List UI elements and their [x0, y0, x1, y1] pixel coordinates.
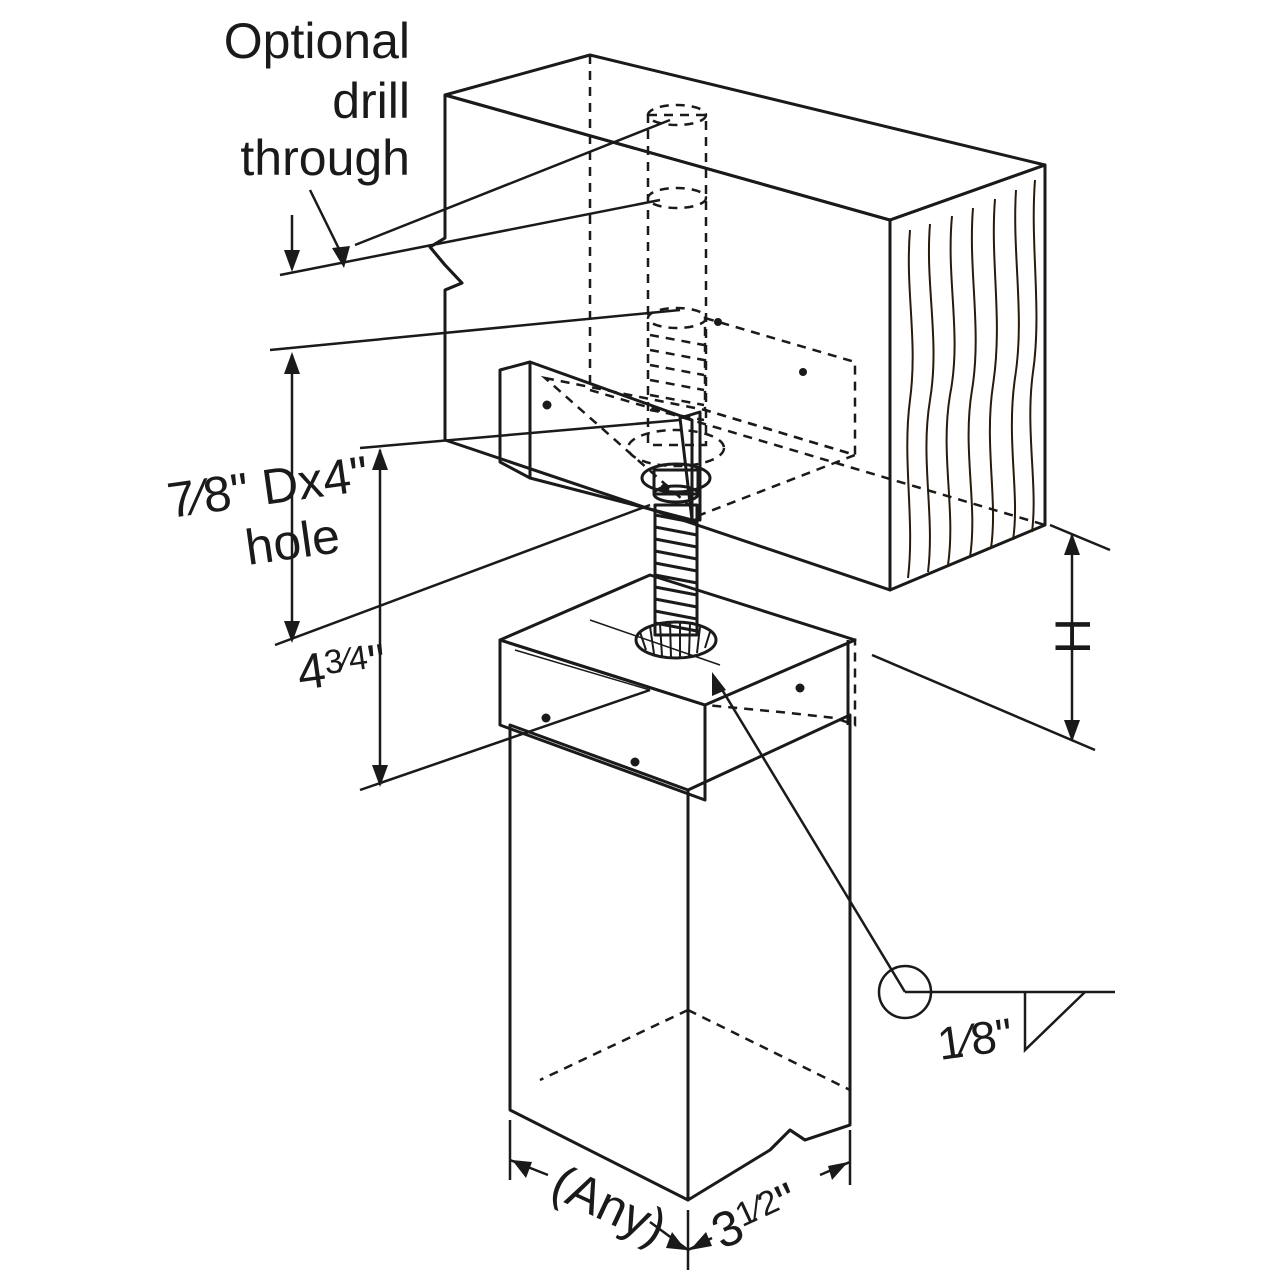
beam-top-face: [443, 53, 1047, 222]
label-drill: drill: [332, 73, 410, 129]
fillet-weld-symbol: [1023, 991, 1086, 1053]
threaded-rod: [653, 503, 699, 637]
beam-break-mark: [428, 236, 464, 292]
cap-far-flange: [704, 638, 857, 727]
weld-callout: [712, 672, 1115, 1053]
dimension-height: [871, 523, 1111, 752]
cap-front: [498, 638, 707, 802]
post-side-face: [686, 713, 852, 1202]
label-rod-length-fraction: 3⁄4: [322, 638, 370, 682]
post-cap: [498, 573, 857, 802]
label-post-width-any: (Any): [543, 1154, 675, 1255]
dimension-hole-depth: [269, 308, 681, 647]
label-hole-fraction: 7⁄8: [164, 465, 235, 529]
label-weld-fraction: 1⁄8: [934, 1010, 1000, 1070]
label-weld-size: 1⁄8": [934, 1008, 1016, 1070]
hidden-bolt: [646, 103, 708, 447]
label-height: H: [1045, 618, 1101, 654]
beam-end-face: [888, 163, 1047, 592]
label-through: through: [240, 130, 410, 186]
post-break-mark: [768, 1123, 851, 1152]
dimension-post-width: [508, 1120, 852, 1270]
rod-weld: [634, 620, 718, 660]
dimension-rod-length: [359, 418, 681, 792]
label-optional: Optional: [224, 13, 410, 69]
label-optional-drill-through: Optional drill through: [224, 13, 410, 186]
label-weld-unit: ": [992, 1008, 1015, 1062]
label-hole-diameter: " Dx4": [227, 445, 372, 520]
post: [508, 713, 852, 1202]
label-rod-length: 43⁄4": [294, 633, 390, 701]
label-hole: hole: [242, 507, 343, 576]
beam-end-grain: [906, 179, 1038, 579]
label-hole-size: 7⁄8" Dx4" hole: [164, 445, 372, 576]
label-post-width: 31⁄2": [703, 1172, 807, 1260]
beam: [428, 53, 1047, 592]
label-rod-length-unit: ": [364, 633, 389, 691]
dimension-drill-through: [279, 118, 671, 277]
post-front-face: [508, 723, 690, 1202]
hidden-bracket: [540, 316, 859, 517]
top-bracket: [498, 360, 726, 522]
